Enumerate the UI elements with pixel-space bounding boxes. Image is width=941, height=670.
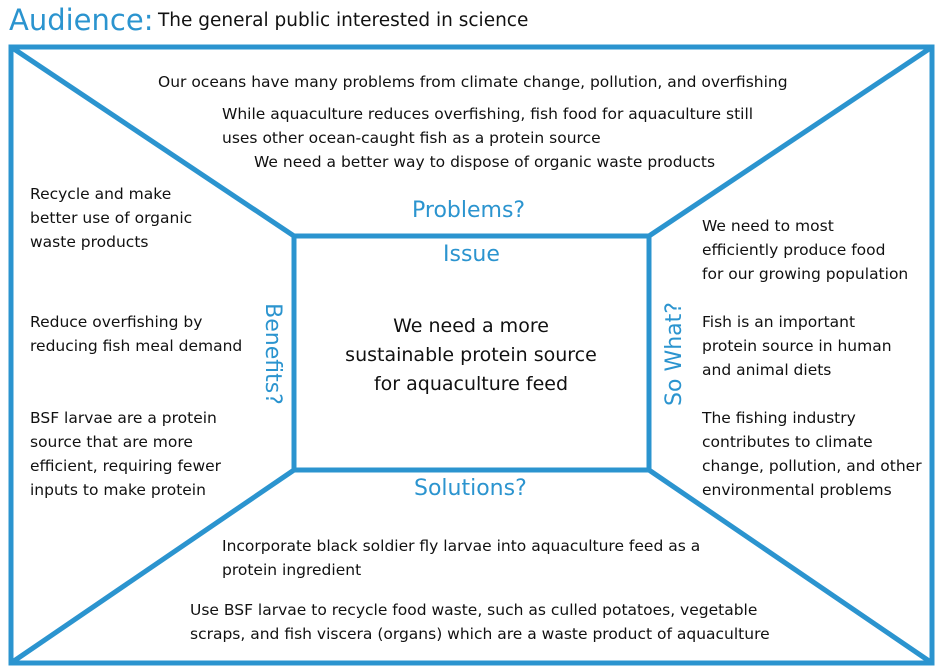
benefit-item: Reduce overfishing by reducing fish meal…: [30, 313, 243, 355]
diagonal-top-left: [9, 44, 296, 239]
solution-item: Incorporate black soldier fly larvae int…: [222, 537, 701, 579]
solutions-label: Solutions?: [414, 476, 527, 501]
problem-item: Our oceans have many problems from clima…: [158, 73, 788, 91]
so-what-label: So What?: [661, 302, 687, 406]
diagonal-bottom-right: [647, 467, 934, 666]
audience-label: Audience:: [9, 3, 154, 37]
audience-text: The general public interested in science: [158, 10, 529, 31]
diagonal-top-right: [647, 44, 934, 239]
problem-item: We need a better way to dispose of organ…: [254, 153, 716, 171]
solution-item: Use BSF larvae to recycle food waste, su…: [190, 601, 770, 643]
problem-item: While aquaculture reduces overfishing, f…: [222, 105, 754, 147]
benefits-label: Benefits?: [259, 303, 285, 405]
outer-frame: [8, 44, 935, 666]
diagonal-bottom-left: [9, 467, 296, 666]
issue-text: We need a more sustainable protein sourc…: [345, 315, 597, 395]
benefit-item: Recycle and make better use of organic w…: [30, 185, 193, 251]
so-what-item: We need to most efficiently produce food…: [702, 217, 909, 283]
problems-label: Problems?: [412, 198, 526, 223]
benefit-item: BSF larvae are a protein source that are…: [30, 409, 222, 499]
issue-box: [291, 233, 652, 473]
so-what-item: Fish is an important protein source in h…: [702, 313, 892, 379]
issue-label: Issue: [443, 242, 500, 267]
so-what-item: The fishing industry contributes to clim…: [702, 409, 922, 499]
